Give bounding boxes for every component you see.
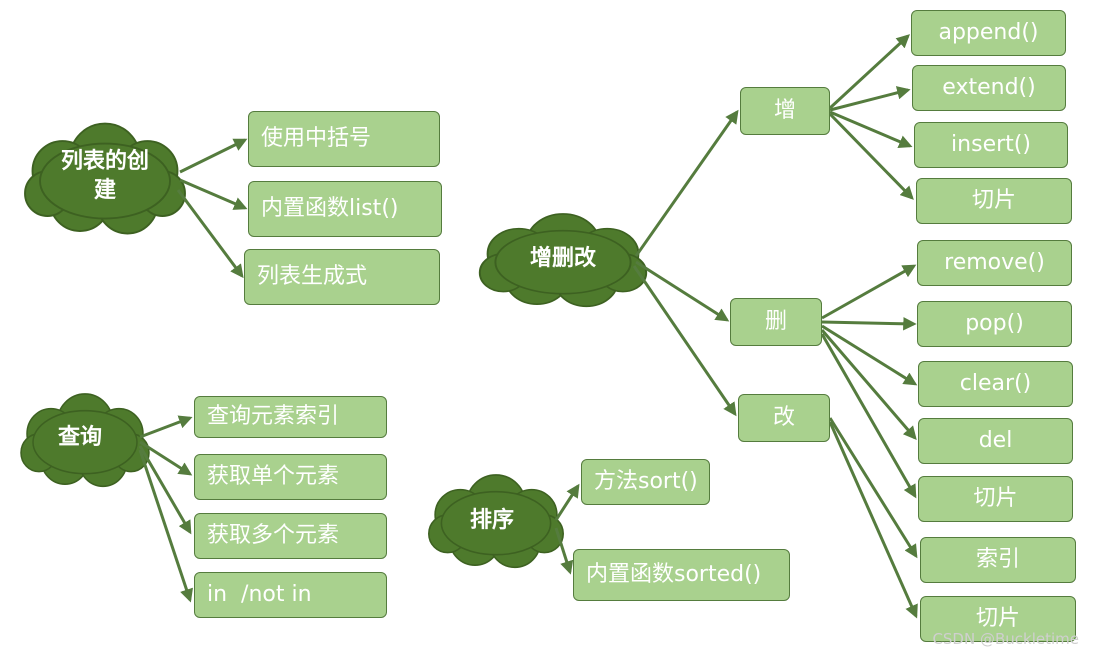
modify-item-index: 索引 <box>920 537 1076 583</box>
add-item-insert: insert() <box>914 122 1068 168</box>
crud-group-add: 增 <box>740 87 830 135</box>
delete-item-remove: remove() <box>917 240 1072 286</box>
query-item-get-single: 获取单个元素 <box>194 454 387 500</box>
cloud-crud-label: 增删改 <box>529 246 596 271</box>
cloud-sort-label: 排序 <box>469 508 514 533</box>
arrow-create-1 <box>179 138 248 174</box>
arrow-mod-2 <box>828 421 918 619</box>
delete-item-clear: clear() <box>918 361 1073 407</box>
create-item-list-func: 内置函数list() <box>248 181 442 237</box>
arrow-query-3 <box>138 445 192 535</box>
arrow-del-2 <box>821 317 917 331</box>
arrow-query-2 <box>139 440 193 476</box>
arrow-query-4 <box>138 449 193 603</box>
delete-item-pop: pop() <box>917 301 1072 347</box>
arrow-add-4 <box>828 112 914 200</box>
crud-group-delete: 删 <box>730 298 822 346</box>
cloud-create-label: 列表的创建 <box>60 149 149 203</box>
create-item-bracket: 使用中括号 <box>248 111 440 167</box>
query-item-get-multi: 获取多个元素 <box>194 513 387 559</box>
arrow-crud-modify <box>632 265 737 417</box>
modify-item-slice: 切片 <box>920 596 1076 642</box>
create-item-comprehension: 列表生成式 <box>244 249 440 305</box>
arrow-create-2 <box>179 178 248 210</box>
arrow-del-5 <box>820 333 917 499</box>
query-item-in-not-in: in /not in <box>194 572 387 618</box>
sort-item-sort-method: 方法sort() <box>581 459 710 505</box>
arrow-add-3 <box>829 110 913 148</box>
arrow-create-3 <box>176 189 244 279</box>
arrow-del-3 <box>821 324 918 386</box>
delete-item-del: del <box>918 418 1073 464</box>
arrow-query-1 <box>139 415 193 439</box>
add-item-slice: 切片 <box>916 178 1072 224</box>
sort-item-sorted-func: 内置函数sorted() <box>573 549 790 601</box>
arrow-del-4 <box>820 329 917 441</box>
arrow-crud-add <box>634 109 739 257</box>
watermark: CSDN @Buckletime <box>932 630 1079 648</box>
arrow-mod-1 <box>828 417 918 559</box>
add-item-extend: extend() <box>912 65 1066 111</box>
add-item-append: append() <box>911 10 1066 56</box>
delete-item-slice: 切片 <box>918 476 1073 522</box>
arrow-sort-2 <box>554 527 574 575</box>
cloud-query-label: 查询 <box>57 425 102 450</box>
arrow-add-2 <box>829 86 911 112</box>
crud-group-modify: 改 <box>738 394 830 442</box>
arrow-sort-1 <box>554 483 580 521</box>
arrow-add-1 <box>828 34 910 110</box>
arrow-del-1 <box>821 264 917 320</box>
arrow-crud-delete <box>635 260 730 322</box>
query-item-find-index: 查询元素索引 <box>194 396 387 438</box>
